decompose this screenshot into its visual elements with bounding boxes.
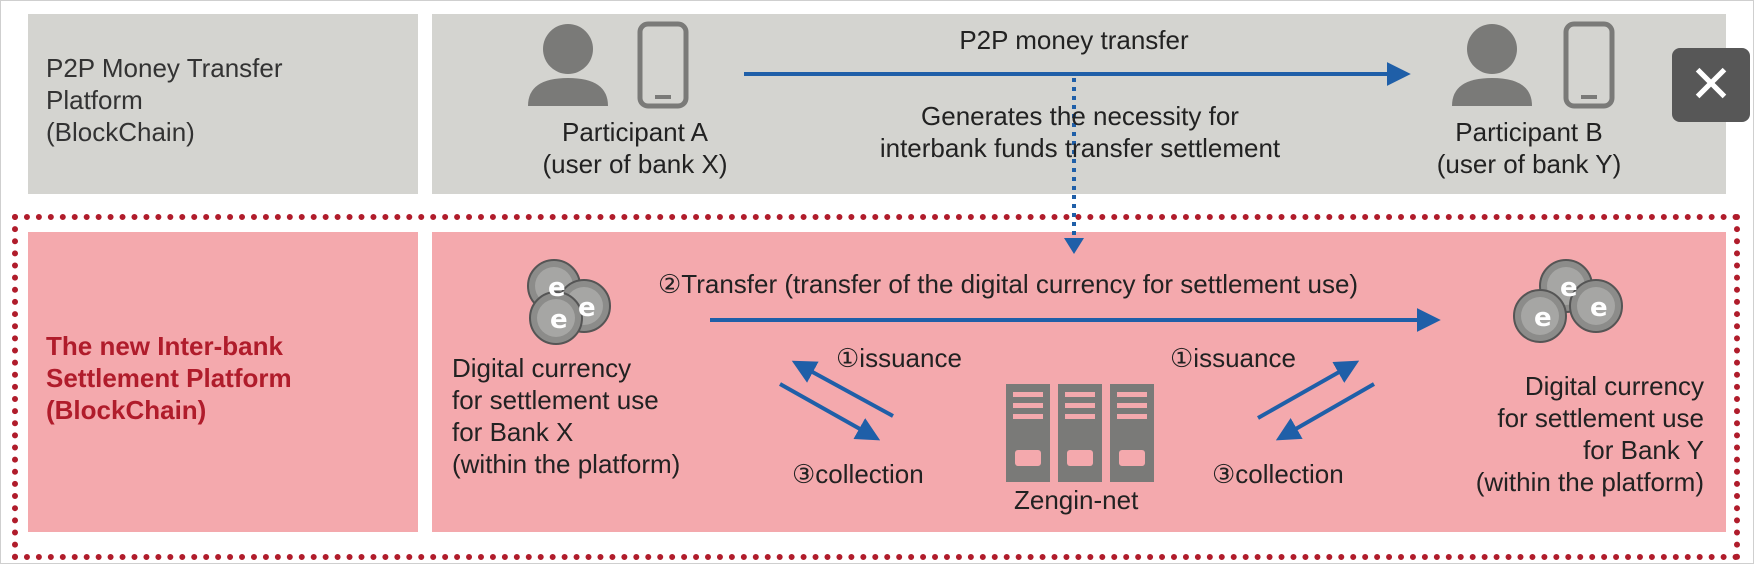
necessity-text: Generates the necessity for interbank fu…: [879, 101, 1281, 163]
close-button[interactable]: ✕: [1672, 48, 1750, 122]
zengin-net-servers-icon: [1006, 384, 1154, 482]
p2p-platform-title: P2P Money Transfer Platform (BlockChain): [46, 53, 283, 147]
participant-a-phone-icon: [637, 21, 689, 109]
svg-text:e: e: [550, 305, 568, 335]
bank-x-currency-label: Digital currency for settlement use for …: [452, 353, 681, 479]
close-icon: ✕: [1689, 55, 1733, 115]
collection-right-label: ③collection: [1212, 459, 1344, 489]
svg-text:e: e: [548, 273, 566, 303]
bank-y-coins-icon: e e e: [1513, 259, 1623, 343]
p2p-transfer-label: P2P money transfer: [959, 25, 1189, 55]
svg-text:e: e: [1590, 293, 1608, 323]
interbank-transfer-label: ②Transfer (transfer of the digital curre…: [658, 269, 1359, 299]
collection-right-arrow: [1275, 382, 1375, 441]
svg-text:e: e: [1560, 273, 1578, 303]
participant-a-person-icon: [528, 24, 608, 106]
bank-x-coins-icon: e e e: [527, 259, 611, 345]
issuance-right-label: ①issuance: [1170, 343, 1296, 373]
interbank-platform-dotted-frame: [12, 214, 1740, 560]
participant-a-label: Participant A (user of bank X): [542, 117, 728, 179]
participant-b-phone-icon: [1563, 21, 1615, 109]
participant-b-label: Participant B (user of bank Y): [1436, 117, 1622, 179]
necessity-arrowhead: [1064, 238, 1084, 254]
interbank-platform-title: The new Inter-bank Settlement Platform (…: [46, 331, 292, 425]
bank-y-currency-label: Digital currency for settlement use for …: [1475, 371, 1704, 497]
issuance-right-arrow: [1257, 360, 1360, 420]
collection-left-label: ③collection: [792, 459, 924, 489]
interbank-platform-label-panel: [28, 232, 418, 532]
svg-text:e: e: [578, 293, 596, 323]
issuance-left-label: ①issuance: [836, 343, 962, 373]
collection-left-arrow: [779, 382, 881, 441]
zengin-net-label: Zengin-net: [1014, 485, 1139, 515]
p2p-platform-label-panel: [28, 14, 418, 194]
participant-b-person-icon: [1452, 24, 1532, 106]
svg-text:e: e: [1534, 303, 1552, 333]
issuance-left-arrow: [791, 360, 894, 418]
